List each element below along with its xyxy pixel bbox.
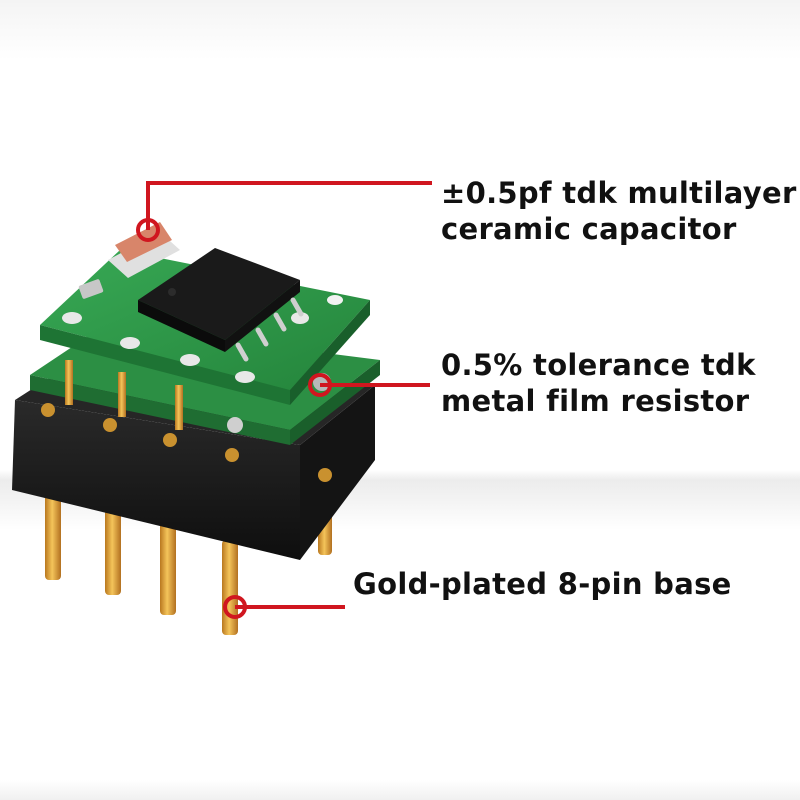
capacitor-callout-label: ±0.5pf tdk multilayer ceramic capacitor: [441, 175, 797, 247]
capacitor-callout-line2: ceramic capacitor: [441, 212, 737, 246]
resistor-marker: [308, 373, 332, 397]
capacitor-callout-line1: ±0.5pf tdk multilayer: [441, 176, 797, 210]
capacitor-marker: [136, 218, 160, 242]
callout-lines: [146, 181, 432, 609]
base-callout-label: Gold-plated 8-pin base: [353, 566, 732, 602]
ic-chip: [138, 248, 304, 362]
resistor-callout-line1: 0.5% tolerance tdk: [441, 348, 756, 382]
resistor-callout-label: 0.5% tolerance tdk metal film resistor: [441, 347, 756, 419]
base-callout-line1: Gold-plated 8-pin base: [353, 567, 732, 601]
resistor-callout-line2: metal film resistor: [441, 384, 750, 418]
base-marker: [223, 595, 247, 619]
